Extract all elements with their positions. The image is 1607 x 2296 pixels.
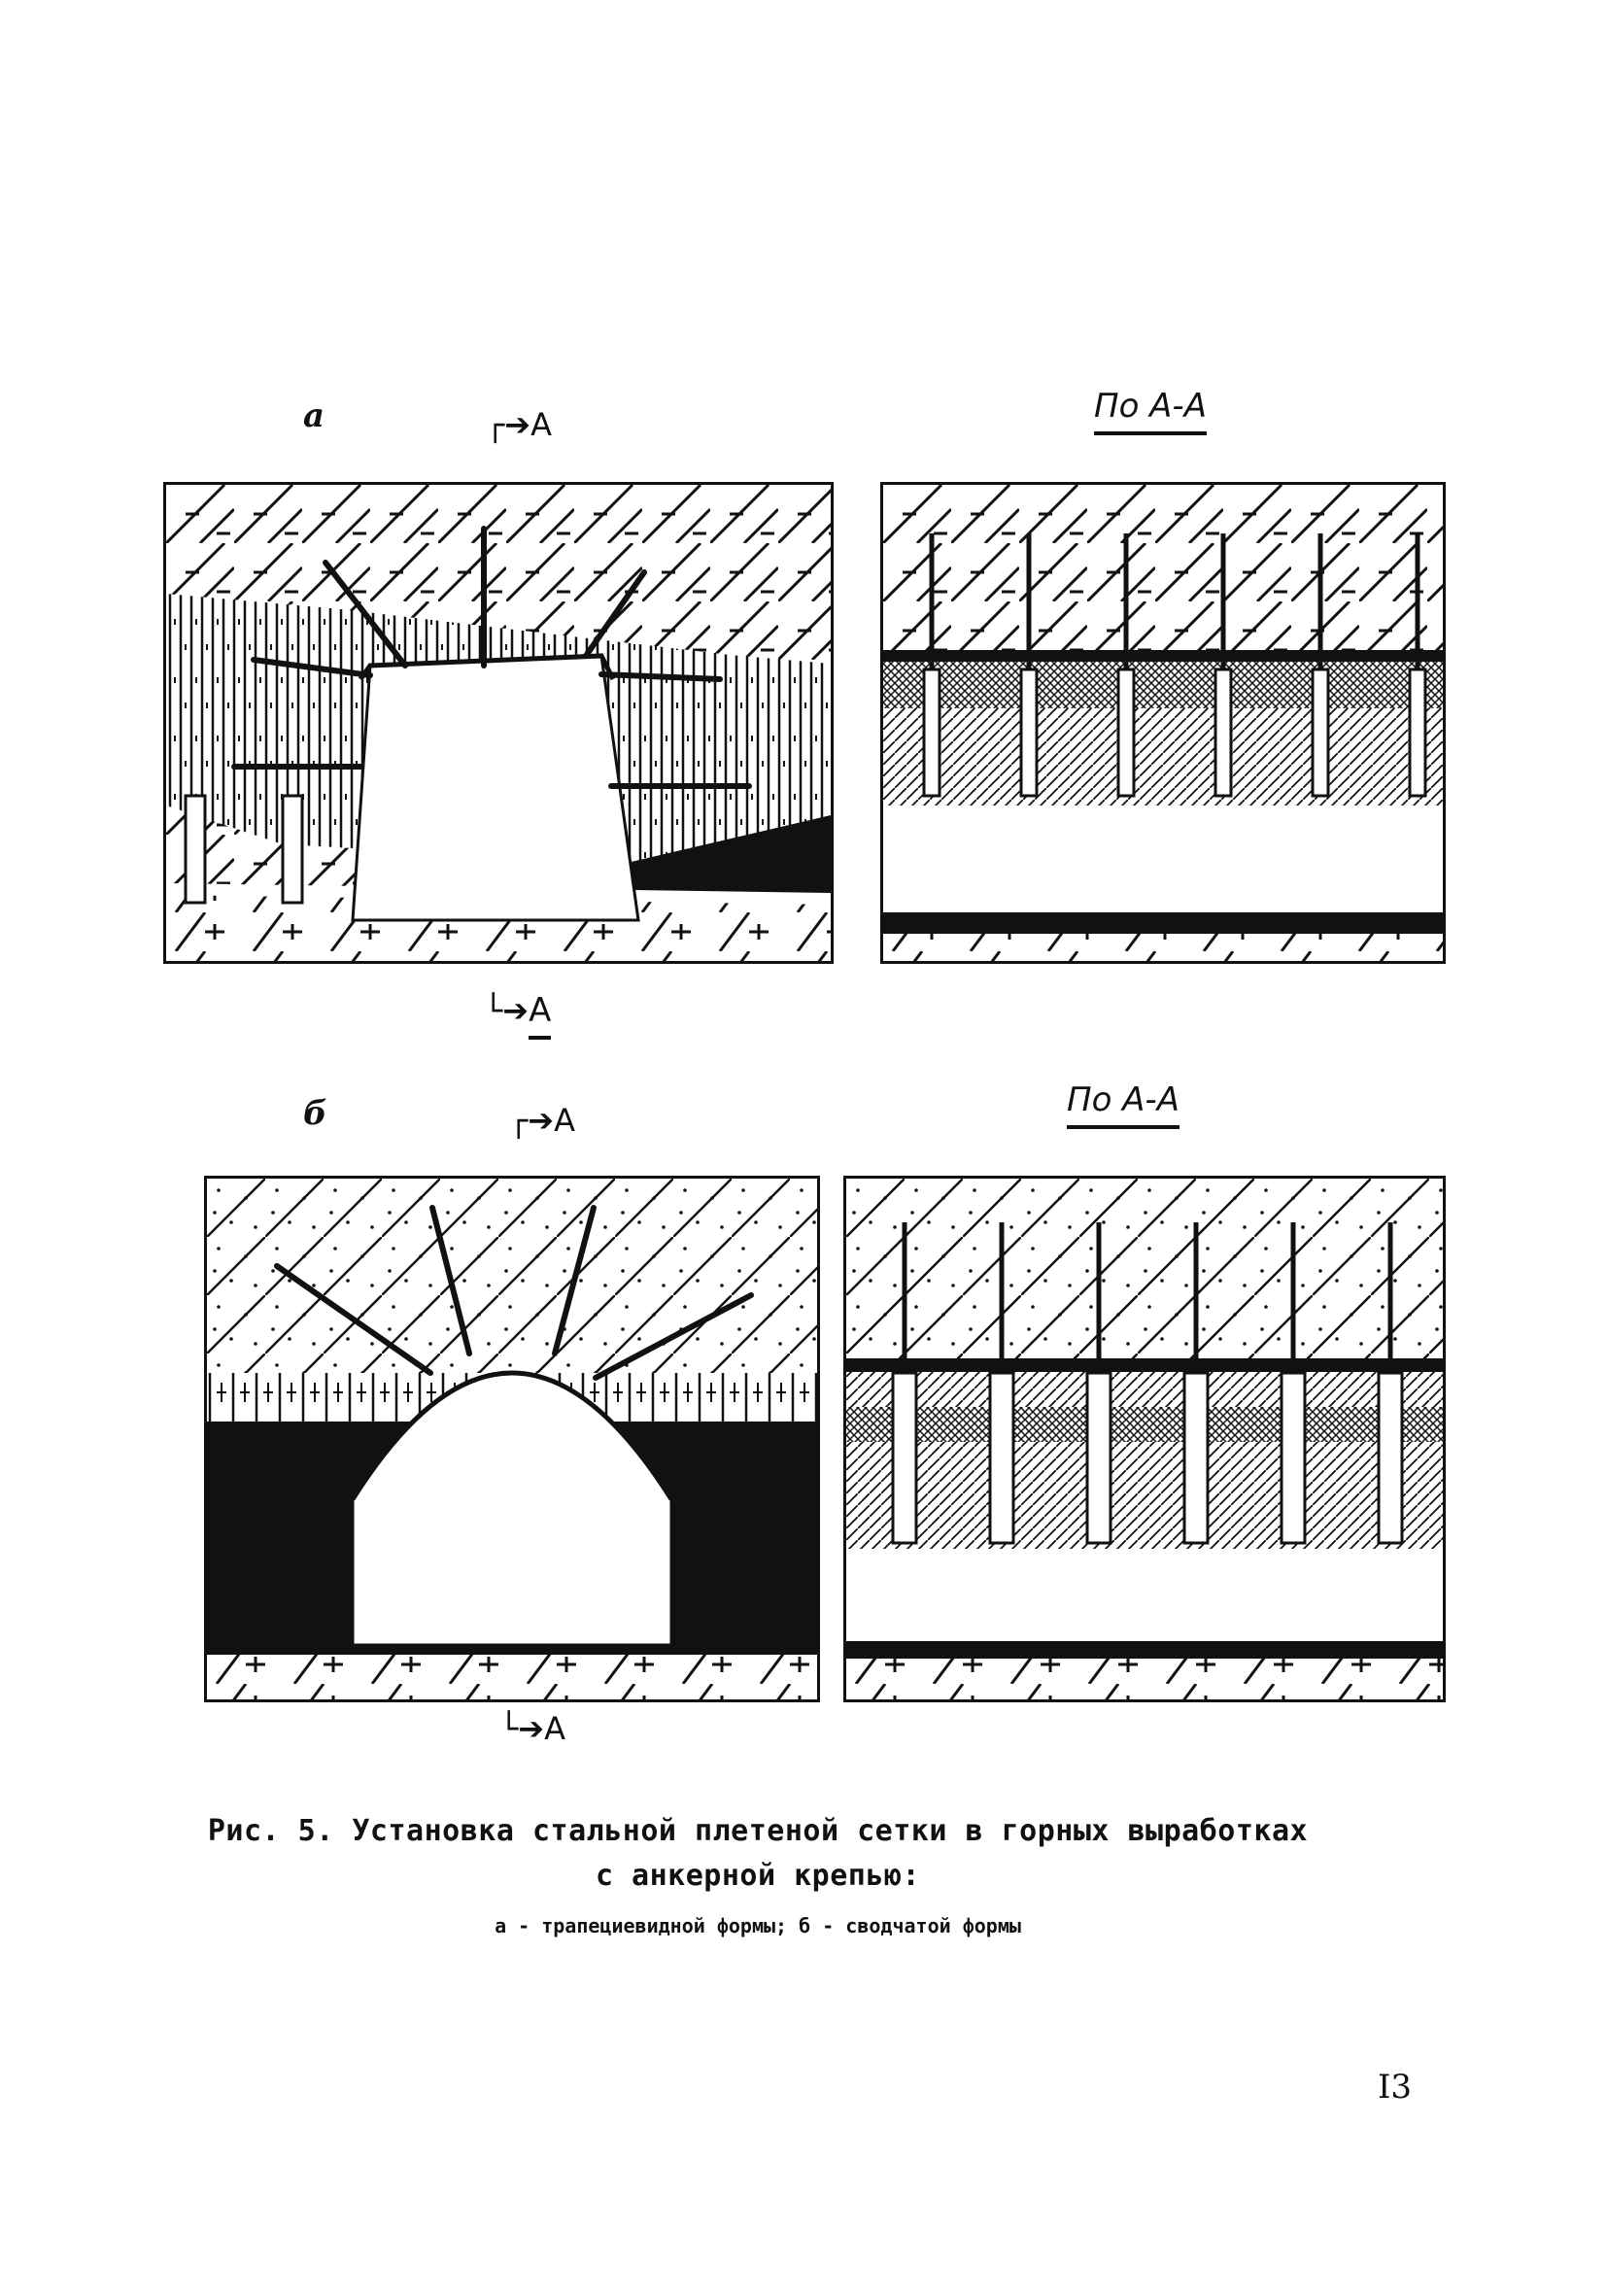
arrow-right-icon: ┌➔ (486, 406, 531, 443)
section-title-top: По А-А (1094, 387, 1207, 435)
section-title-bottom: По А-А (1067, 1080, 1180, 1129)
section-ref-label: А (554, 1102, 575, 1139)
caption-line-2: с анкерной крепью: (595, 1859, 921, 1893)
arrow-right-icon: └➔ (484, 992, 530, 1029)
diagram-section-view-bottom (843, 1176, 1446, 1702)
arrow-right-icon: ┌➔ (509, 1102, 555, 1139)
section-ref-label: А (529, 991, 552, 1040)
section-ref-label: А (530, 406, 552, 443)
figure-subcaption: а - трапециевидной формы; б - сводчатой … (495, 1914, 1021, 1937)
diagram-vaulted-section (204, 1176, 820, 1702)
section-arrow-top-b: ┌➔А (509, 1102, 575, 1139)
section-arrow-bottom-b: └➔А (499, 1710, 565, 1747)
section-arrow-bottom-a: └➔А (484, 991, 552, 1040)
caption-line-1: Рис. 5. Установка стальной плетеной сетк… (207, 1814, 1309, 1848)
figure-label-a: a (303, 396, 325, 435)
diagram-trapezoidal-section (163, 482, 834, 964)
diagram-section-view-top (880, 482, 1446, 964)
section-ref-label: А (544, 1710, 565, 1747)
figure-label-b: б (303, 1094, 327, 1133)
page-number: I3 (1378, 2068, 1413, 2107)
section-arrow-top-a: ┌➔А (486, 406, 552, 443)
arrow-right-icon: └➔ (499, 1710, 545, 1747)
figure-caption: Рис. 5. Установка стальной плетеной сетк… (175, 1809, 1341, 1899)
